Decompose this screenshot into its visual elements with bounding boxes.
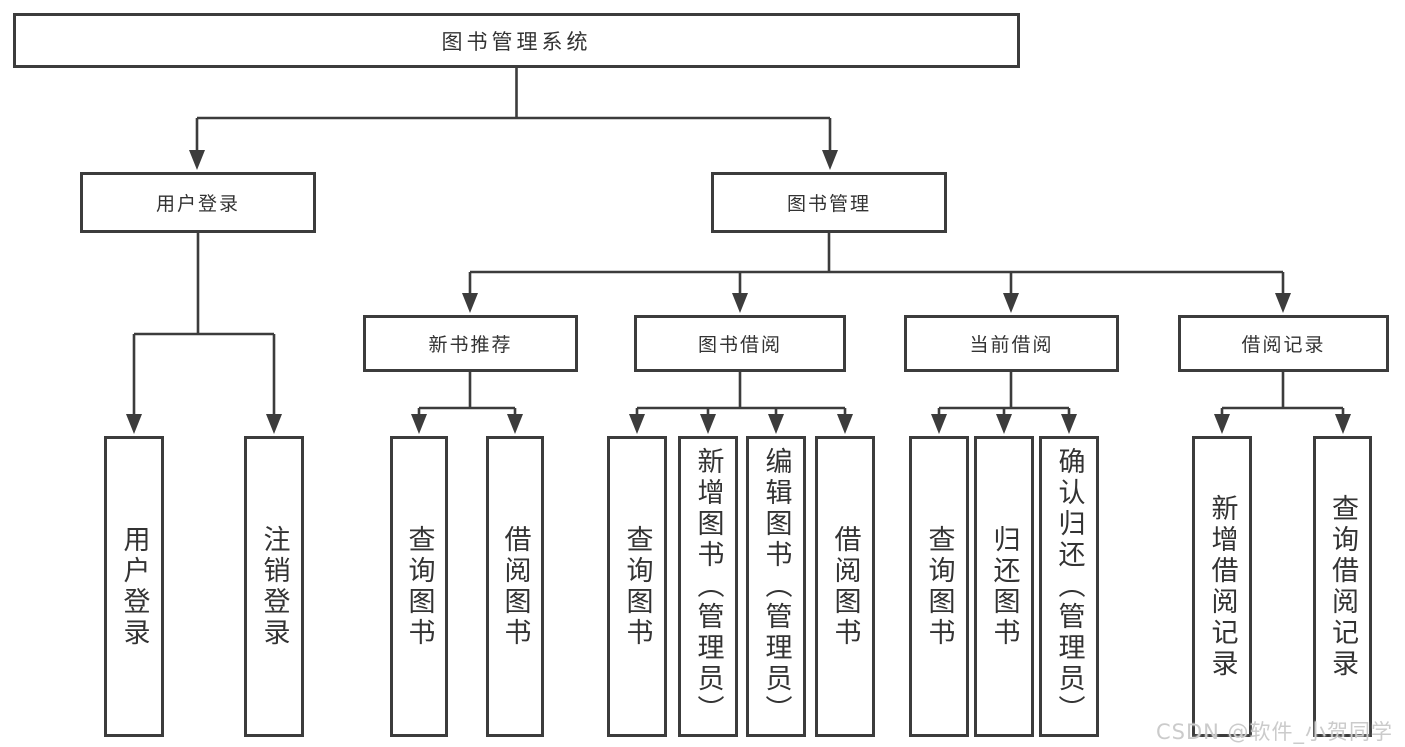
connector-new-book-group xyxy=(417,372,517,417)
connector-current-borrow-group xyxy=(937,372,1071,417)
node-book-borrow: 图书借阅 xyxy=(634,315,846,372)
leaf-logout: 注销登录 xyxy=(244,436,304,737)
connector-root-to-level2 xyxy=(195,68,832,152)
node-label: 借阅记录 xyxy=(1241,334,1326,356)
leaf-label: 借阅图书 xyxy=(829,524,861,649)
node-current-borrow: 当前借阅 xyxy=(904,315,1119,372)
node-root-system: 图书管理系统 xyxy=(13,13,1020,68)
leaf-borrow-books: 借阅图书 xyxy=(815,436,875,737)
leaf-query-books-newbook: 查询图书 xyxy=(390,436,448,737)
leaf-label: 编辑图书（管理员） xyxy=(760,447,792,726)
node-label: 图书管理 xyxy=(786,193,871,215)
leaf-query-books-borrow: 查询图书 xyxy=(607,436,667,737)
leaf-label: 用户登录 xyxy=(118,524,150,649)
leaf-label: 归还图书 xyxy=(988,524,1020,649)
node-label: 用户登录 xyxy=(155,193,240,215)
leaf-borrow-books-newbook: 借阅图书 xyxy=(486,436,544,737)
leaf-return-books: 归还图书 xyxy=(974,436,1034,737)
connector-book-mgmt-to-level3 xyxy=(468,233,1285,296)
leaf-query-borrow-record: 查询借阅记录 xyxy=(1313,436,1372,737)
node-label: 当前借阅 xyxy=(969,334,1054,356)
leaf-add-books-admin: 新增图书（管理员） xyxy=(678,436,738,737)
node-label: 新书推荐 xyxy=(428,334,513,356)
leaf-user-login: 用户登录 xyxy=(104,436,164,737)
node-label: 图书借阅 xyxy=(697,334,782,356)
leaf-label: 借阅图书 xyxy=(499,524,531,649)
leaf-label: 新增图书（管理员） xyxy=(692,447,724,726)
leaf-confirm-return-admin: 确认归还（管理员） xyxy=(1039,436,1099,737)
csdn-watermark: CSDN @软件_小贺同学 xyxy=(1156,720,1394,744)
connector-book-borrow-group xyxy=(635,372,847,417)
connector-user-login-branch xyxy=(132,233,276,416)
leaf-label: 新增借阅记录 xyxy=(1206,493,1238,680)
leaf-add-borrow-record: 新增借阅记录 xyxy=(1192,436,1252,737)
node-borrow-records: 借阅记录 xyxy=(1178,315,1389,372)
leaf-label: 查询图书 xyxy=(923,524,955,649)
leaf-edit-books-admin: 编辑图书（管理员） xyxy=(746,436,806,737)
node-new-book-recommend: 新书推荐 xyxy=(363,315,578,372)
node-label: 图书管理系统 xyxy=(441,29,592,54)
node-book-management: 图书管理 xyxy=(711,172,947,233)
leaf-label: 查询图书 xyxy=(621,524,653,649)
leaf-label: 查询借阅记录 xyxy=(1327,493,1358,680)
leaf-label: 确认归还（管理员） xyxy=(1053,447,1085,726)
connector-borrow-records-group xyxy=(1220,372,1345,417)
leaf-label: 注销登录 xyxy=(258,524,290,649)
leaf-label: 查询图书 xyxy=(403,524,435,649)
leaf-query-books-current: 查询图书 xyxy=(909,436,969,737)
node-user-login-branch: 用户登录 xyxy=(80,172,316,233)
